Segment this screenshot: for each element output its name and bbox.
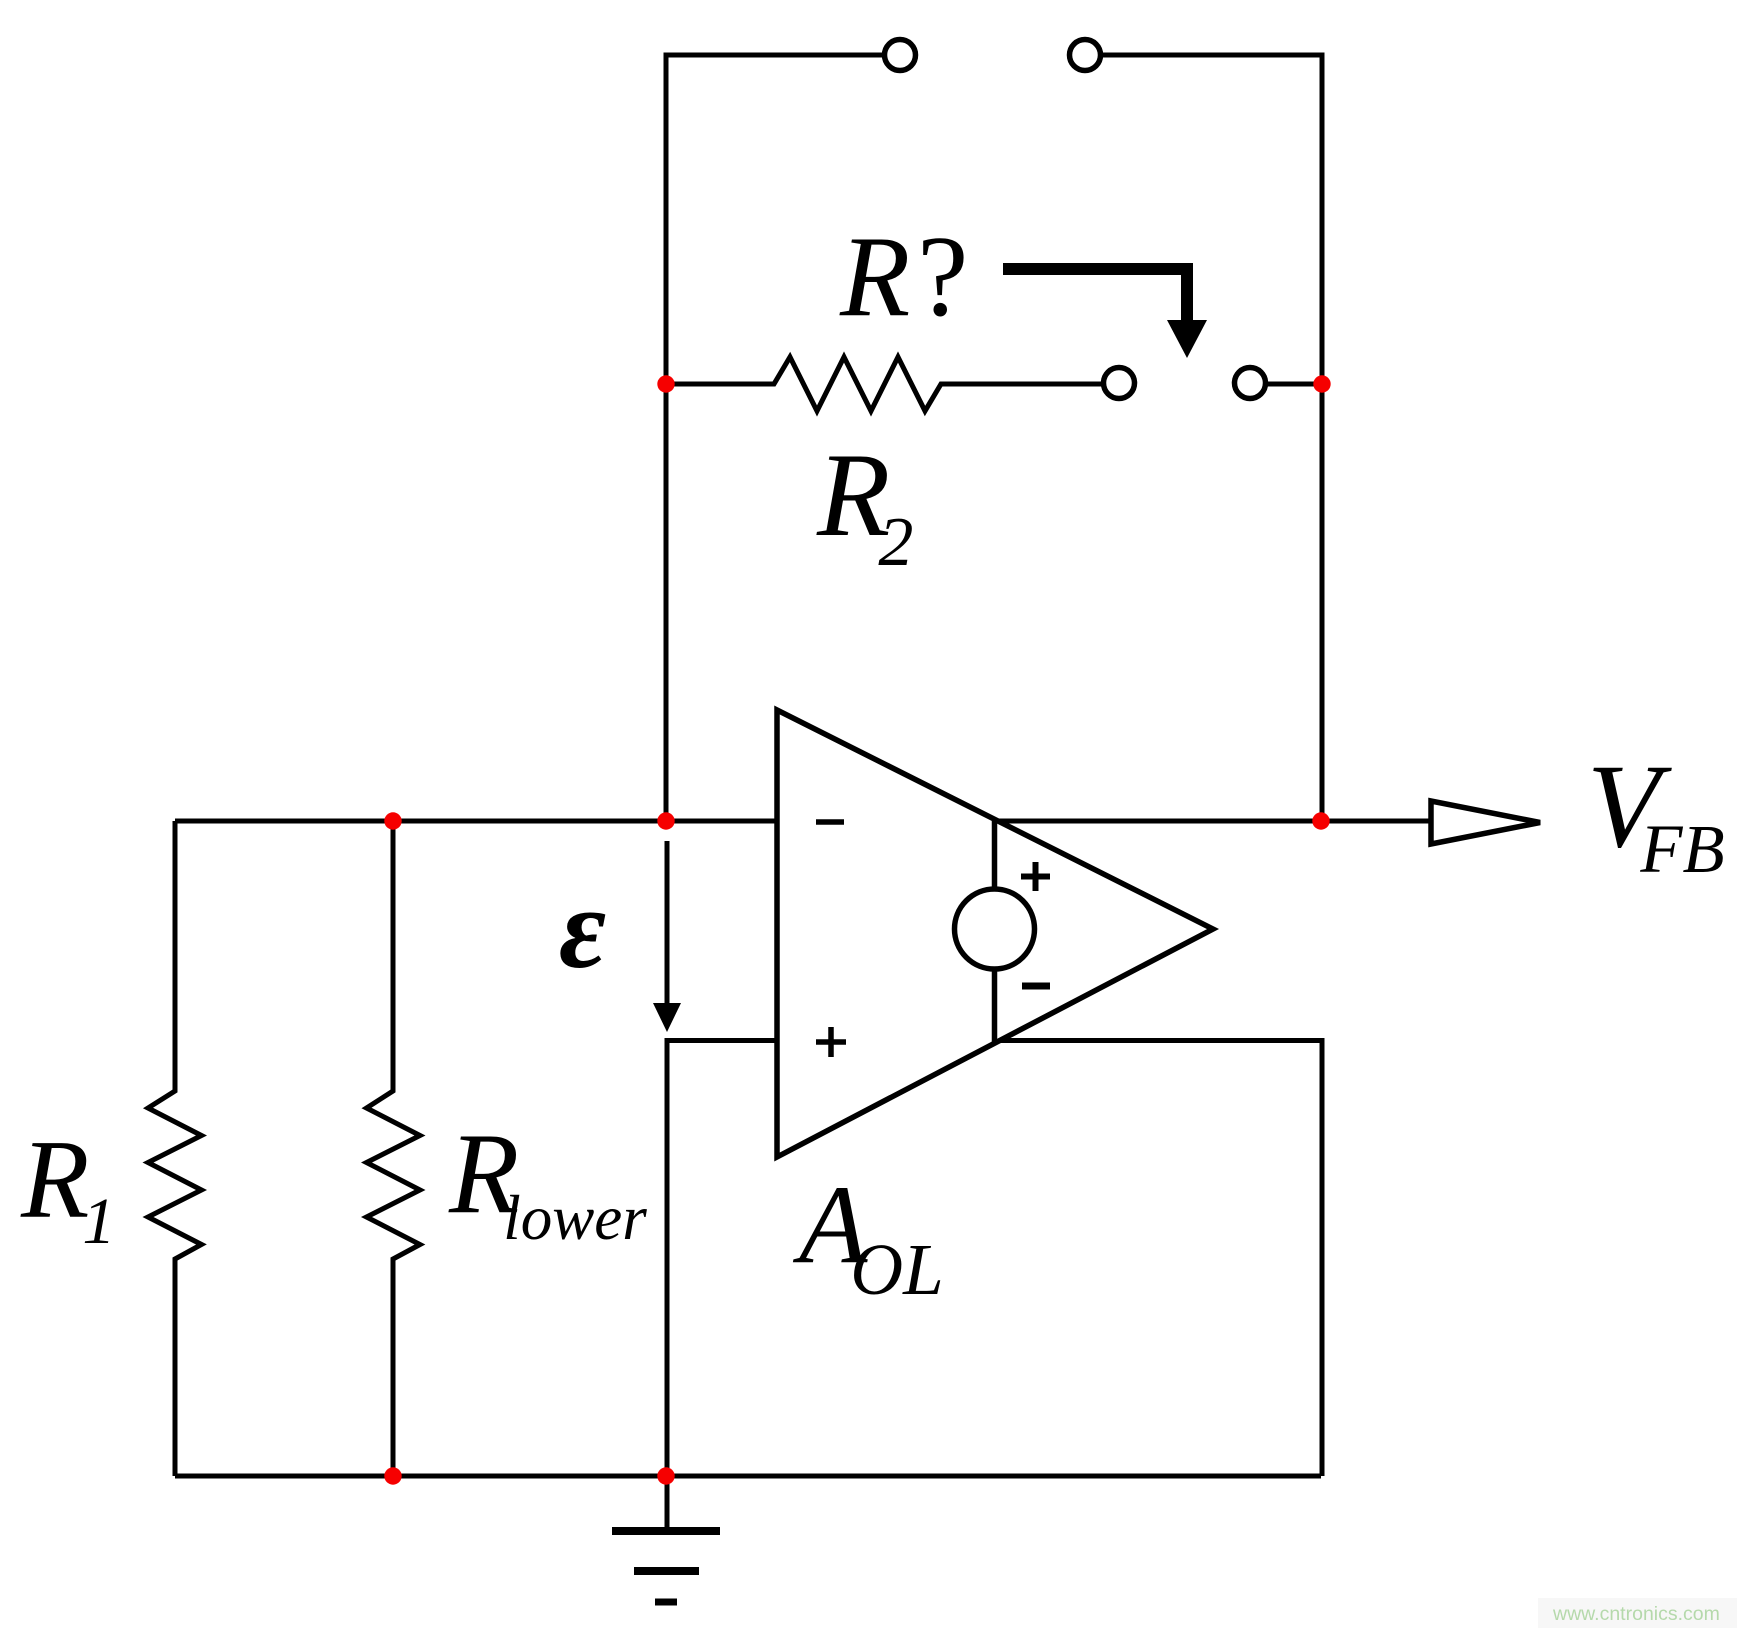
svg-text:www.cntronics.com: www.cntronics.com: [1552, 1603, 1720, 1625]
svg-text:R?: R?: [839, 213, 968, 340]
svg-text:ε: ε: [559, 865, 606, 992]
